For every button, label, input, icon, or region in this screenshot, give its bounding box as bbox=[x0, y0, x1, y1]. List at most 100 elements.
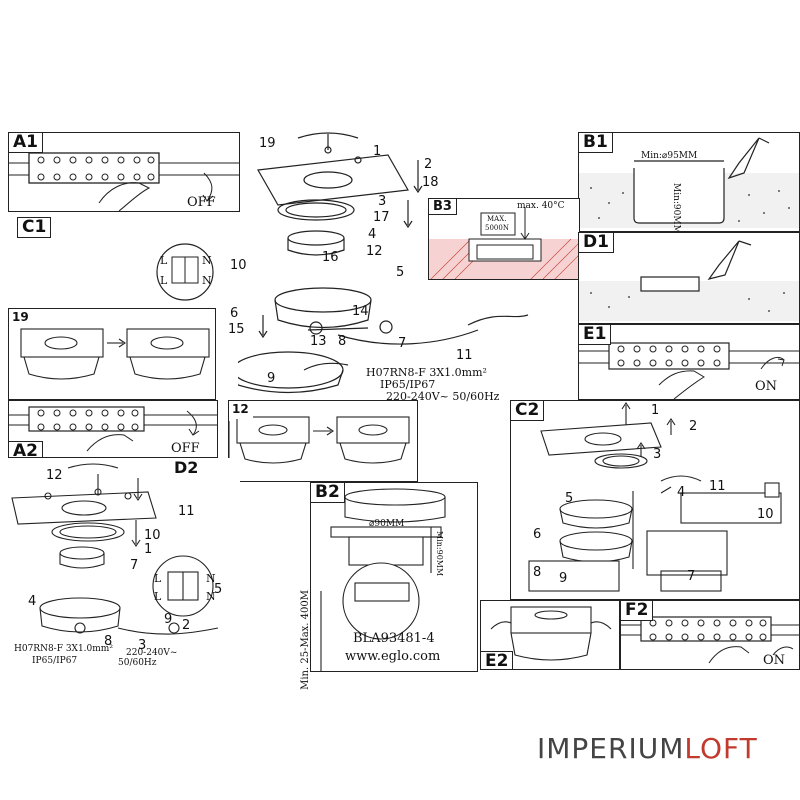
panel-b2: B2 ⌀90MM Min:90MM BLA93481-4 www.eglo.co… bbox=[310, 482, 478, 672]
f2-label: F2 bbox=[621, 601, 654, 621]
e1-label: E1 bbox=[579, 325, 612, 345]
e2-label: E2 bbox=[481, 651, 514, 669]
num-6: 6 bbox=[230, 306, 239, 321]
num-1: 1 bbox=[373, 144, 382, 159]
c2-num-7: 7 bbox=[687, 569, 696, 584]
model-number: BLA93481-4 bbox=[353, 631, 435, 646]
c1-L2: L bbox=[160, 274, 168, 287]
panel-e2: E2 bbox=[480, 600, 620, 670]
d2-num-2: 2 bbox=[182, 618, 191, 633]
num-10: 10 bbox=[230, 258, 247, 273]
a2-label: A2 bbox=[9, 441, 43, 457]
c2-num-9: 9 bbox=[559, 571, 568, 586]
b1-ground-drawing bbox=[579, 137, 799, 228]
panel-e1: E1 ON bbox=[578, 324, 800, 400]
panel-b1: B1 Min:⌀95MM Min:90MM bbox=[578, 132, 800, 232]
brand-part2: LOFT bbox=[684, 732, 758, 765]
panel19-drawing bbox=[20, 328, 210, 380]
a2-terminal-drawing bbox=[9, 406, 217, 452]
c2-num-2: 2 bbox=[689, 419, 698, 434]
top-assembly-diagram: 19 1 2 18 3 17 4 12 16 5 10 14 6 15 13 8… bbox=[228, 130, 578, 405]
b3-load-a: MAX. bbox=[487, 215, 507, 223]
d2-num-5: 5 bbox=[214, 582, 223, 597]
d2-assembly-drawing bbox=[11, 463, 219, 635]
num-4: 4 bbox=[368, 227, 377, 242]
num-11: 11 bbox=[456, 348, 473, 363]
top-assembly-drawing bbox=[238, 132, 529, 394]
d2-N1: N bbox=[206, 572, 216, 585]
num-8: 8 bbox=[338, 334, 347, 349]
panel19-label: 19 bbox=[9, 309, 33, 327]
b2-depth: Min:90MM bbox=[435, 531, 444, 577]
panel12-label: 12 bbox=[229, 401, 253, 419]
d2-num-8: 8 bbox=[104, 634, 113, 649]
b1-min-diameter: Min:⌀95MM bbox=[641, 151, 698, 161]
num-16: 16 bbox=[322, 250, 339, 265]
num-18: 18 bbox=[422, 175, 439, 190]
panel-12: 12 bbox=[228, 400, 418, 482]
panel-b3: B3 max. 40°C MAX. 5000N bbox=[428, 198, 580, 280]
d2-num-4: 4 bbox=[28, 594, 37, 609]
d2-num-1: 1 bbox=[144, 542, 153, 557]
num-7: 7 bbox=[398, 336, 407, 351]
d1-label: D1 bbox=[579, 233, 614, 253]
panel-d1: D1 bbox=[578, 232, 800, 324]
d2-num-7: 7 bbox=[130, 558, 139, 573]
ip-rating: IP65/IP67 bbox=[380, 378, 436, 391]
voltage: 220-240V~ 50/60Hz bbox=[386, 390, 500, 403]
brand-part1: IMPERIUM bbox=[537, 732, 685, 765]
lnh-circle-drawing bbox=[156, 243, 214, 301]
d2-L1: L bbox=[154, 572, 162, 585]
a1-off-text: OFF bbox=[187, 195, 216, 210]
c1-lnh-detail: L N L N bbox=[150, 242, 220, 302]
e1-terminal-drawing bbox=[579, 342, 799, 399]
num-17: 17 bbox=[373, 210, 390, 225]
website: www.eglo.com bbox=[345, 649, 441, 664]
b2-diameter: ⌀90MM bbox=[369, 519, 405, 529]
imperiumloft-logo: IMPERIUMLOFT bbox=[537, 732, 758, 765]
d2-ip-rating: IP65/IP67 bbox=[32, 656, 78, 666]
b3-label: B3 bbox=[429, 199, 457, 215]
num-12: 12 bbox=[366, 244, 383, 259]
d2-num-3: 3 bbox=[138, 638, 147, 653]
c2-num-8: 8 bbox=[533, 565, 542, 580]
a1-label: A1 bbox=[9, 133, 43, 153]
num-15: 15 bbox=[228, 322, 245, 337]
panel-a2: A2 OFF bbox=[8, 400, 218, 458]
c2-num-4: 4 bbox=[677, 485, 686, 500]
d2-L2: L bbox=[154, 590, 162, 603]
c2-num-10: 10 bbox=[757, 507, 774, 522]
c2-num-5: 5 bbox=[565, 491, 574, 506]
e2-drawing bbox=[490, 606, 612, 661]
c2-assembly-drawing bbox=[528, 402, 782, 592]
num-5: 5 bbox=[396, 265, 405, 280]
a2-off-text: OFF bbox=[171, 441, 200, 456]
b2-drawing bbox=[320, 488, 446, 671]
b1-min-depth: Min:90MM bbox=[671, 183, 681, 232]
num-13: 13 bbox=[310, 334, 327, 349]
c2-num-6: 6 bbox=[533, 527, 542, 542]
c2-label: C2 bbox=[511, 401, 545, 421]
d2-num-9: 9 bbox=[164, 612, 173, 627]
c1-N2: N bbox=[202, 274, 212, 287]
num-19: 19 bbox=[259, 136, 276, 151]
f2-on-text: ON bbox=[763, 653, 786, 668]
c2-num-3: 3 bbox=[653, 447, 662, 462]
d2-label: D2 bbox=[170, 458, 203, 477]
num-9: 9 bbox=[267, 371, 276, 386]
d2-num-11: 11 bbox=[178, 504, 195, 519]
d2-num-12: 12 bbox=[46, 468, 63, 483]
b2-label: B2 bbox=[311, 483, 345, 503]
c1-N1: N bbox=[202, 254, 212, 267]
panel-f2: F2 ON bbox=[620, 600, 800, 670]
b3-load-b: 5000N bbox=[485, 224, 509, 232]
e1-on-text: ON bbox=[755, 379, 778, 394]
d2-cable-spec: H07RN8-F 3X1.0mm² bbox=[14, 644, 113, 654]
b3-drawing bbox=[429, 207, 579, 279]
d2-freq: 50/60Hz bbox=[118, 658, 157, 668]
b1-label: B1 bbox=[579, 133, 613, 153]
c1-label: C1 bbox=[17, 217, 52, 238]
num-3: 3 bbox=[378, 194, 387, 209]
panel-19: 19 bbox=[8, 308, 216, 400]
c2-num-1: 1 bbox=[651, 403, 660, 418]
